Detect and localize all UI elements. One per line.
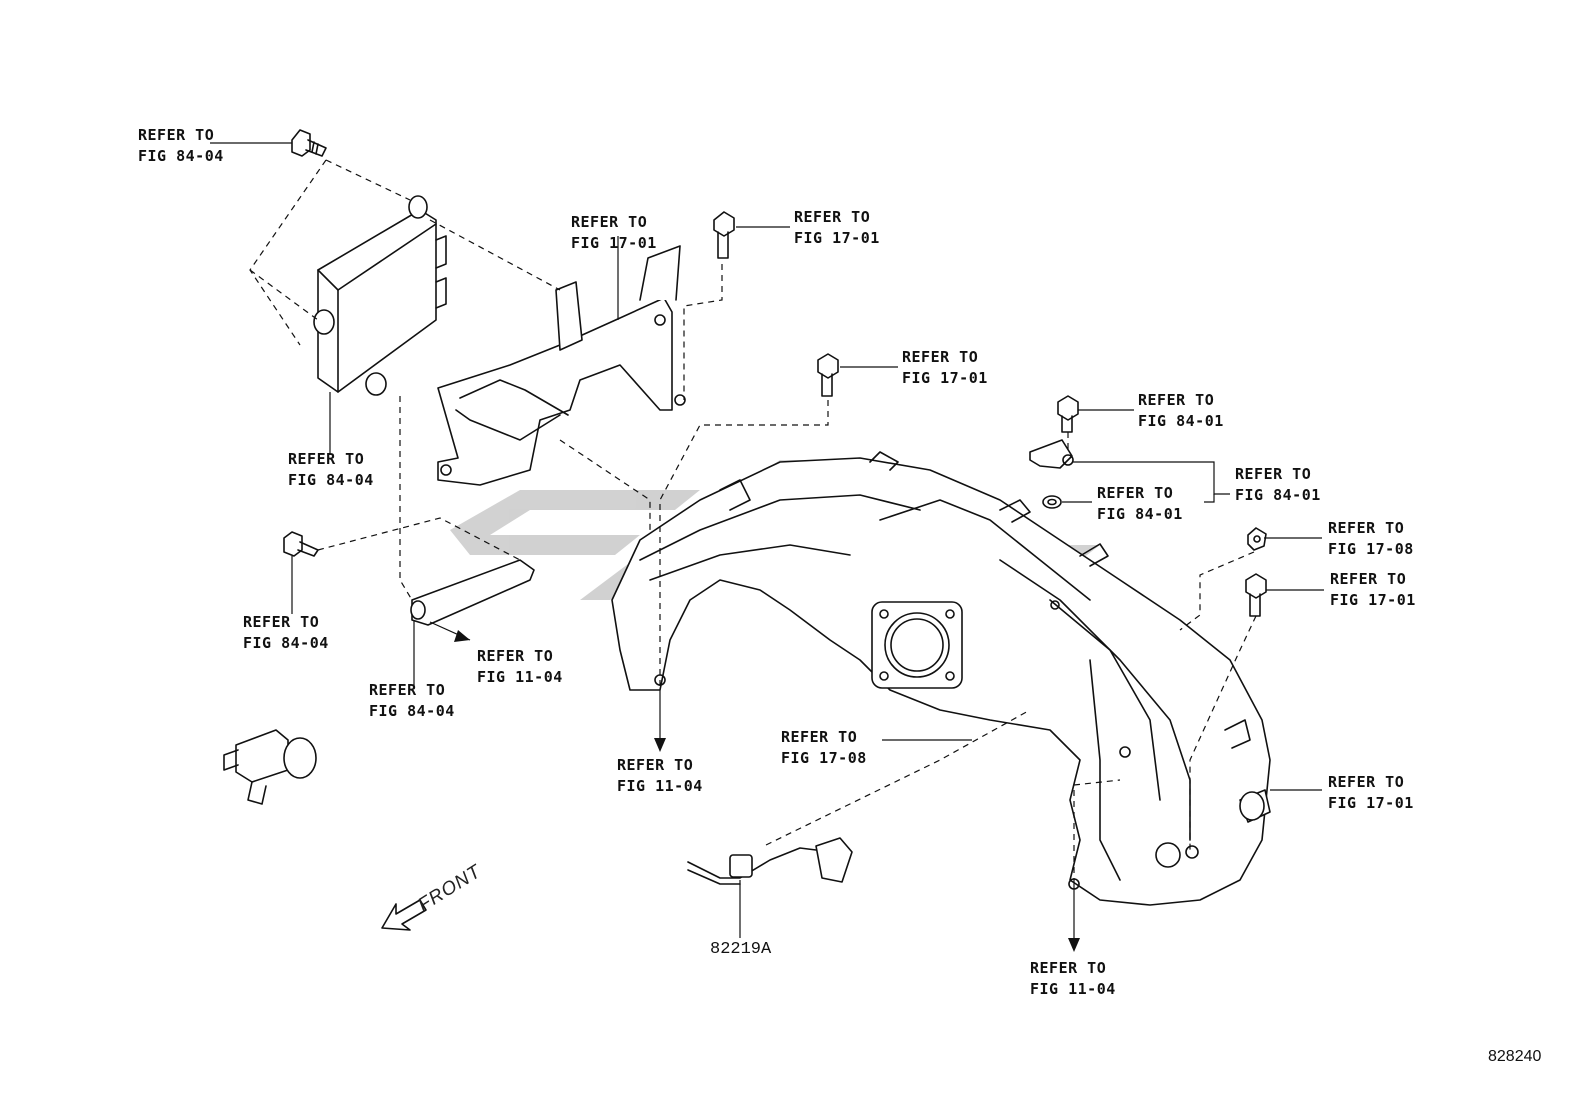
callout-stay-arrow: REFER TO FIG 11-04 <box>477 646 563 688</box>
callout-fig-ref: FIG 84-04 <box>288 471 374 489</box>
bolt-icon <box>714 212 734 258</box>
callout-ecu: REFER TO FIG 84-04 <box>288 449 374 491</box>
callout-fig-ref: FIG 17-01 <box>1328 794 1414 812</box>
bolt-icon <box>1058 396 1078 432</box>
callout-fig-ref: FIG 17-01 <box>1330 591 1416 609</box>
callout-washer: REFER TO FIG 84-01 <box>1097 483 1183 525</box>
bolt-icon <box>818 354 838 396</box>
callout-fig-ref: FIG 84-04 <box>138 147 224 165</box>
callout-line: REFER TO <box>243 613 320 631</box>
callout-manifold-right: REFER TO FIG 17-01 <box>1328 772 1414 814</box>
manifold-stay <box>411 560 534 625</box>
callout-line: REFER TO <box>369 681 446 699</box>
callout-line: REFER TO <box>1235 465 1312 483</box>
sensor-bracket <box>1030 440 1073 468</box>
callout-fig-ref: FIG 11-04 <box>1030 980 1116 998</box>
ecu-module <box>314 196 446 395</box>
callout-line: REFER TO <box>1328 773 1405 791</box>
callout-manifold-bolt: REFER TO FIG 17-01 <box>902 347 988 389</box>
callout-manifold-left-arrow: REFER TO FIG 11-04 <box>617 755 703 797</box>
callout-stay-bolt: REFER TO FIG 84-04 <box>243 612 329 654</box>
callout-line: REFER TO <box>1097 484 1174 502</box>
callout-line: REFER TO <box>1030 959 1107 977</box>
callout-fig-ref: FIG 17-01 <box>794 229 880 247</box>
callout-line: REFER TO <box>1138 391 1215 409</box>
callout-manifold-bottom-arrow: REFER TO FIG 11-04 <box>1030 958 1116 1000</box>
callout-sensor-bolt: REFER TO FIG 84-01 <box>1138 390 1224 432</box>
callout-line: REFER TO <box>902 348 979 366</box>
callout-fig-ref: FIG 17-01 <box>571 234 657 252</box>
callout-ecu-bolt: REFER TO FIG 84-04 <box>138 125 224 167</box>
vacuum-switching-valve <box>224 0 316 804</box>
callout-line: REFER TO <box>477 647 554 665</box>
front-arrow-icon <box>382 900 426 930</box>
bolt-icon <box>284 532 318 556</box>
callout-line: REFER TO <box>138 126 215 144</box>
nut-icon <box>1248 528 1266 550</box>
callout-sensor-bracket: REFER TO FIG 84-01 <box>1235 464 1321 506</box>
illustration-id: 828240 <box>1488 1048 1542 1065</box>
callout-line: REFER TO <box>781 728 858 746</box>
callout-line: REFER TO <box>1328 519 1405 537</box>
callout-bracket: REFER TO FIG 17-01 <box>571 212 657 254</box>
intake-manifold <box>612 452 1270 905</box>
callout-fig-ref: FIG 11-04 <box>617 777 703 795</box>
callout-fig-ref: FIG 17-01 <box>902 369 988 387</box>
bolt-icon <box>1246 574 1266 616</box>
callout-right-bolt: REFER TO FIG 17-01 <box>1330 569 1416 611</box>
callout-fig-ref: FIG 11-04 <box>477 668 563 686</box>
part-number-label: 82219A <box>710 940 772 959</box>
callout-fig-ref: FIG 84-01 <box>1097 505 1183 523</box>
callout-fig-ref: FIG 84-04 <box>369 702 455 720</box>
callout-fig-ref: FIG 17-08 <box>781 749 867 767</box>
bolt-icon <box>292 130 326 156</box>
callout-line: REFER TO <box>288 450 365 468</box>
callout-fig-ref: FIG 84-01 <box>1235 486 1321 504</box>
wire-harness <box>688 838 852 884</box>
washer-icon <box>1043 496 1061 508</box>
callout-line: REFER TO <box>571 213 648 231</box>
callout-bracket-bolt: REFER TO FIG 17-01 <box>794 207 880 249</box>
callout-vsv: REFER TO FIG 17-08 <box>781 727 867 769</box>
callout-line: REFER TO <box>617 756 694 774</box>
callout-fig-ref: FIG 17-08 <box>1328 540 1414 558</box>
callout-fig-ref: FIG 84-01 <box>1138 412 1224 430</box>
callout-stay: REFER TO FIG 84-04 <box>369 680 455 722</box>
callout-fig-ref: FIG 84-04 <box>243 634 329 652</box>
callout-nut: REFER TO FIG 17-08 <box>1328 518 1414 560</box>
callout-line: REFER TO <box>794 208 871 226</box>
ecu-bracket <box>438 246 685 485</box>
callout-line: REFER TO <box>1330 570 1407 588</box>
